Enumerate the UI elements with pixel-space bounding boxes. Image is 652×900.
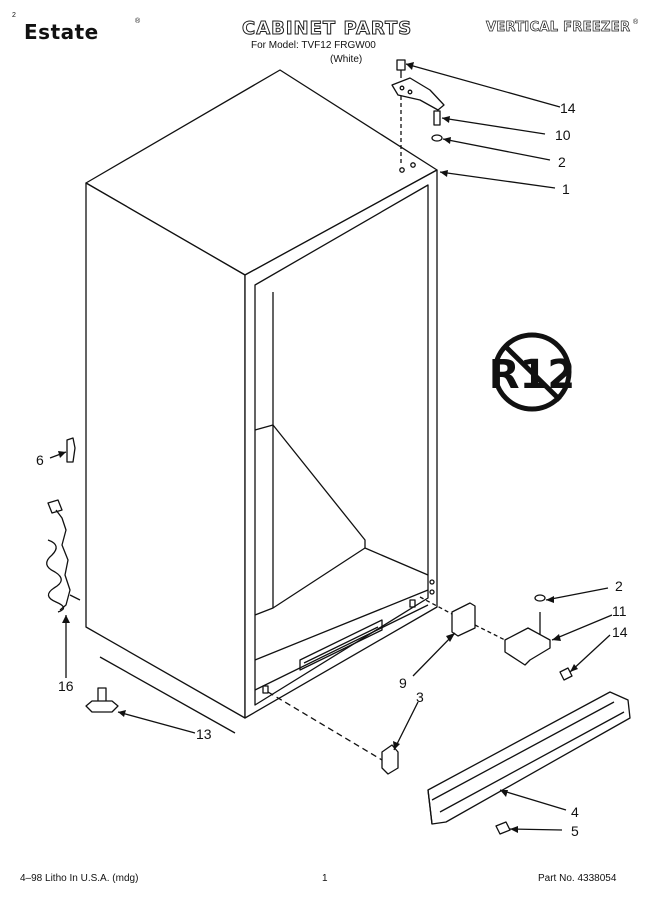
arrow-2-top	[443, 137, 451, 144]
callout-2-top: 2	[558, 154, 566, 170]
liner-shelf-line	[272, 547, 366, 609]
lower-hinge-screw	[559, 667, 573, 681]
callout-5: 5	[571, 823, 579, 839]
lower-hinge	[504, 627, 551, 666]
brand-logo: Estate	[24, 20, 99, 44]
cabinet-opening	[254, 184, 429, 706]
liner-back-line	[254, 424, 429, 576]
bracket-dash-2	[474, 624, 506, 641]
arrowheads	[58, 62, 578, 833]
r12-badge-slash	[503, 344, 562, 402]
leader-10	[441, 117, 546, 135]
callout-10: 10	[555, 127, 571, 143]
cabinet-front-frame	[244, 169, 438, 719]
side-hole-2	[429, 589, 435, 595]
top-hole-2	[410, 162, 416, 168]
page-number: 1	[322, 873, 328, 884]
arrow-13	[118, 710, 126, 717]
hinge-hole-left	[409, 599, 416, 608]
leveling-leg-base	[85, 700, 119, 713]
callout-16: 16	[58, 678, 74, 694]
callout-14-top: 14	[560, 100, 576, 116]
leader-13	[117, 711, 196, 734]
callout-6: 6	[36, 452, 44, 468]
r12-badge: R12	[489, 332, 575, 412]
lower-washer	[534, 594, 546, 602]
power-cord-line	[55, 509, 71, 611]
leader-14-bottom	[569, 634, 611, 673]
callout-2-bottom: 2	[615, 578, 623, 594]
hinge-hole-bottom	[262, 685, 269, 694]
liner-floor-rear	[254, 604, 429, 691]
arrow-14-top	[406, 62, 414, 70]
arrow-9	[446, 633, 455, 642]
leader-2-bottom	[545, 587, 609, 601]
arrow-2-bottom	[546, 596, 554, 603]
brand-registered-mark: ®	[135, 18, 141, 25]
top-hinge-plate	[391, 77, 445, 111]
leader-2-top	[442, 138, 551, 161]
toe-grille-face	[431, 701, 625, 813]
arrow-1	[440, 170, 448, 177]
door-clip-dash	[267, 691, 383, 761]
part-number: Part No. 4338054	[538, 873, 617, 884]
arrow-16	[62, 615, 70, 623]
leader-14-top	[405, 63, 561, 108]
side-hole-1	[429, 579, 435, 585]
leader-4	[499, 789, 567, 811]
hinge-screw-hole-b	[407, 89, 413, 95]
bracket-dash	[419, 596, 453, 615]
vent-slot-line	[303, 626, 379, 664]
power-cord-coil	[46, 539, 65, 613]
door-clip	[381, 744, 399, 775]
callout-13: 13	[196, 726, 212, 742]
toe-grille-end	[427, 789, 433, 825]
bottom-hinge-bracket	[451, 602, 476, 637]
leveling-leg-ref-a	[99, 656, 236, 734]
callout-1: 1	[562, 181, 570, 197]
leader-5	[509, 828, 563, 831]
leader-1	[439, 171, 556, 189]
hinge-screw-hole-a	[399, 85, 405, 91]
corner-mark: 2	[12, 12, 16, 19]
arrow-6	[58, 451, 66, 458]
liner-floor-front	[254, 589, 429, 661]
arrow-10	[442, 116, 450, 123]
cabinet-left-side	[85, 182, 246, 719]
leader-9	[412, 632, 456, 677]
model-number: For Model: TVF12 FRGW00	[251, 40, 376, 51]
leader-11	[551, 614, 613, 641]
callout-4: 4	[571, 804, 579, 820]
arrow-3	[393, 741, 400, 750]
callout-14-bottom: 14	[612, 624, 628, 640]
arrow-11	[552, 634, 561, 641]
top-washer	[431, 134, 443, 142]
hinge-pin	[433, 110, 441, 126]
print-info: 4–98 Litho In U.S.A. (mdg)	[20, 873, 139, 884]
top-hole-1	[399, 167, 405, 173]
callout-11: 11	[612, 603, 627, 619]
arrow-5	[510, 826, 518, 833]
callout-3: 3	[416, 689, 424, 705]
toe-grille	[427, 691, 631, 825]
power-cord-end	[69, 594, 81, 601]
callout-9: 9	[399, 675, 407, 691]
model-color: (White)	[330, 54, 363, 65]
hinge-screw-top	[396, 59, 406, 71]
arrow-4	[500, 790, 508, 797]
arrow-14-bottom	[570, 664, 578, 672]
page-title: CABINET PARTS	[241, 18, 413, 40]
category-registered-mark: ®	[633, 19, 639, 26]
door-stop-clip	[66, 437, 76, 463]
power-cord-plug	[47, 499, 63, 514]
toe-grille-screw	[495, 821, 511, 835]
product-category: VERTICAL FREEZER	[486, 20, 631, 36]
leader-3	[393, 701, 419, 751]
vent-slot	[299, 619, 383, 671]
